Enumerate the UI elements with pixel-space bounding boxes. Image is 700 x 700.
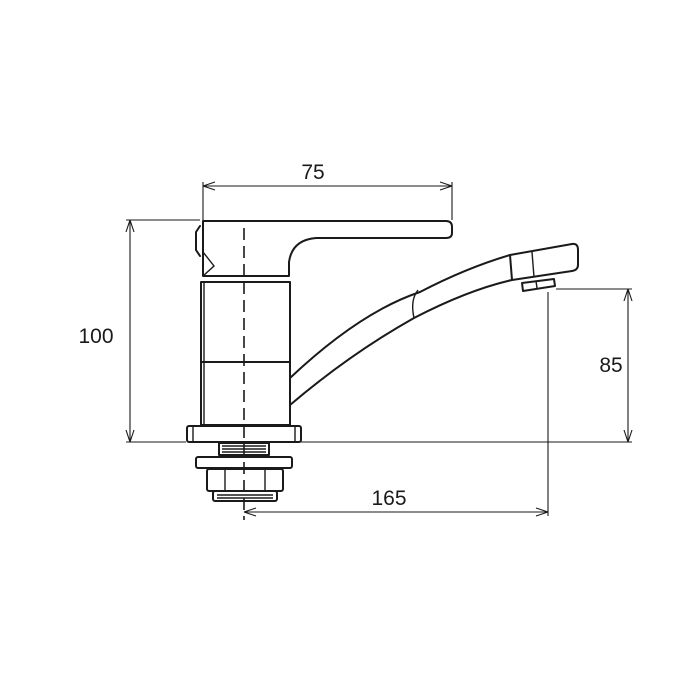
dimension-height-label: 100	[78, 325, 113, 348]
dimension-width-label: 75	[301, 161, 324, 184]
dimension-height: 100	[78, 219, 200, 443]
dimension-reach-label: 165	[371, 487, 406, 510]
faucet-outline	[186, 220, 579, 502]
faucet-body	[200, 281, 291, 426]
dimension-width: 75	[202, 161, 453, 220]
threaded-shank	[195, 442, 293, 502]
dimension-spout-height: 85	[300, 288, 633, 443]
spout-arm	[289, 254, 513, 406]
dimension-spout-height-label: 85	[599, 354, 622, 377]
spout-aerator	[509, 242, 579, 292]
lever-handle	[195, 220, 453, 277]
dimension-reach: 165	[243, 292, 549, 517]
